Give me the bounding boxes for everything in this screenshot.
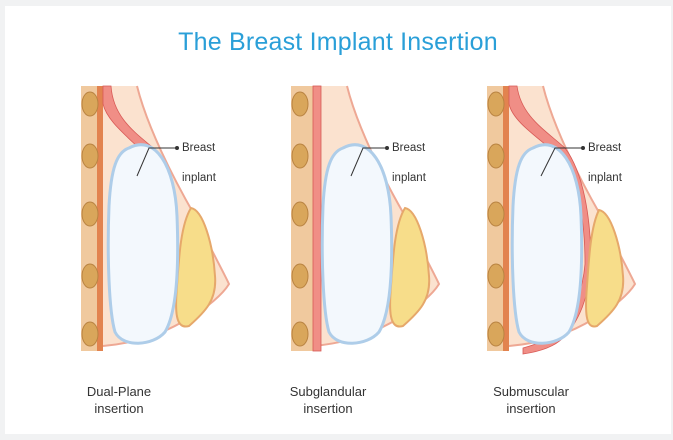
caption-line-1: Submuscular [461, 383, 601, 400]
breast-implant [322, 145, 391, 344]
pectoral-muscle [313, 86, 321, 351]
panel-submuscular: Breast inplant [483, 86, 673, 376]
caption-submuscular: Submuscular insertion [461, 383, 601, 417]
pointer-dot [581, 146, 585, 150]
caption-dual-plane: Dual-Plane insertion [49, 383, 189, 417]
diagram-title: The Breast Implant Insertion [5, 28, 671, 57]
submuscular-illustration [483, 86, 673, 376]
callout-label: Breast inplant [588, 126, 622, 186]
caption-line-1: Subglandular [258, 383, 398, 400]
pointer-dot [175, 146, 179, 150]
caption-line-2: insertion [49, 400, 189, 417]
breast-implant [512, 145, 581, 344]
breast-implant [108, 145, 177, 344]
callout-line-2: inplant [182, 172, 216, 184]
caption-line-2: insertion [461, 400, 601, 417]
callout-line-2: inplant [392, 172, 426, 184]
panel-dual-plane: Breast inplant [77, 86, 267, 376]
callout-line-1: Breast [588, 142, 621, 154]
diagram-card: The Breast Implant Insertion Breast inpl… [5, 6, 671, 434]
caption-subglandular: Subglandular insertion [258, 383, 398, 417]
caption-line-1: Dual-Plane [49, 383, 189, 400]
panel-subglandular: Breast inplant [287, 86, 477, 376]
callout-label: Breast inplant [392, 126, 426, 186]
subglandular-illustration [287, 86, 477, 376]
callout-line-2: inplant [588, 172, 622, 184]
callout-line-1: Breast [182, 142, 215, 154]
pointer-dot [385, 146, 389, 150]
caption-line-2: insertion [258, 400, 398, 417]
dual-plane-illustration [77, 86, 267, 376]
callout-label: Breast inplant [182, 126, 216, 186]
callout-line-1: Breast [392, 142, 425, 154]
